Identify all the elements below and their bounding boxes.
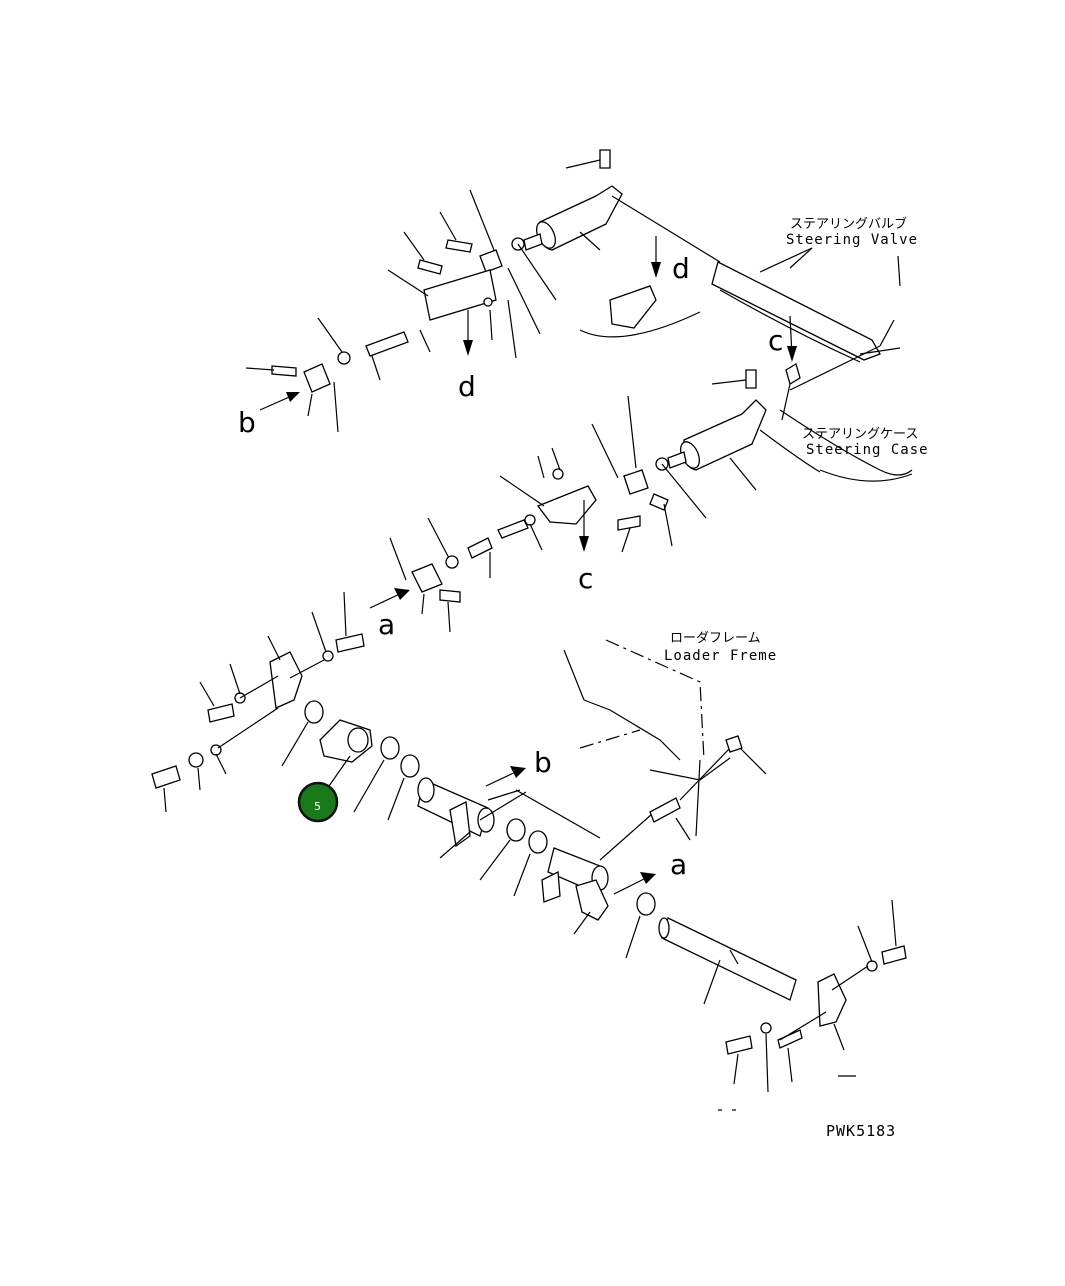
ref-letter-a-upper: a xyxy=(378,608,395,641)
ref-letter-a-lower: a xyxy=(670,848,687,881)
ref-letter-d-upper: d xyxy=(672,252,690,285)
steering-valve-label-jp: ステアリングバルブ xyxy=(790,216,907,232)
ref-letter-c-upper: c xyxy=(768,324,783,357)
part-callout-number: 5 xyxy=(314,800,321,813)
steering-case-label-jp: ステアリングケース xyxy=(802,427,918,442)
ref-letter-b-upper: b xyxy=(238,406,256,439)
steering-valve-label-en: Steering Valve xyxy=(786,232,918,248)
ref-letter-c-lower: c xyxy=(578,562,593,595)
middle-cylinder-assembly xyxy=(369,369,767,633)
loader-frame-label-jp: ローダフレーム xyxy=(670,631,761,646)
drawing-code: PWK5183 xyxy=(826,1122,896,1140)
upper-cylinder-assembly xyxy=(245,149,721,433)
ref-letter-b-lower: b xyxy=(534,746,552,779)
loader-frame-label-en: Loader Freme xyxy=(664,648,777,664)
ref-letter-d-lower: d xyxy=(458,370,476,403)
lower-lever-assembly xyxy=(151,591,907,1111)
part-callout-5[interactable]: 5 xyxy=(297,781,339,823)
steering-case-label-en: Steering Case xyxy=(806,442,929,458)
steering-valve-linkage xyxy=(711,247,913,482)
